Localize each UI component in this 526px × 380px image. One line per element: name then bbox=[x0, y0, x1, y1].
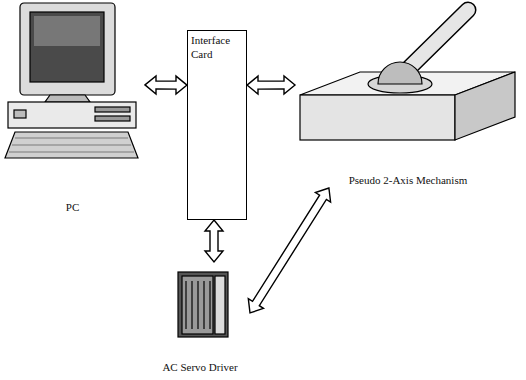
module-slot bbox=[203, 281, 205, 329]
module-slot bbox=[185, 281, 187, 329]
mechanism-unit: Pseudo 2-Axis Mechanism bbox=[295, 0, 521, 188]
module-slot bbox=[209, 281, 211, 329]
servo-driver-illustration bbox=[178, 272, 228, 337]
double-arrow bbox=[145, 76, 187, 94]
node-label: AC Servo Driver bbox=[160, 361, 239, 375]
keyboard-row bbox=[9, 152, 134, 153]
double-arrow bbox=[247, 76, 295, 94]
double-arrow bbox=[205, 220, 223, 262]
pc-unit: PC bbox=[0, 0, 145, 215]
pc-illustration bbox=[5, 3, 138, 158]
keyboard-row bbox=[15, 138, 128, 139]
module-slot bbox=[191, 281, 193, 329]
interface-card-box: Interface Card bbox=[187, 30, 247, 220]
keyboard-row bbox=[12, 145, 131, 146]
node-label: Interface Card bbox=[191, 34, 243, 62]
servo-driver-unit: AC Servo Driver bbox=[150, 262, 250, 375]
double-arrow bbox=[248, 188, 330, 313]
module-slot bbox=[197, 281, 199, 329]
mechanism-illustration bbox=[300, 10, 515, 140]
node-label: Pseudo 2-Axis Mechanism bbox=[347, 174, 470, 188]
node-label: PC bbox=[64, 201, 81, 215]
